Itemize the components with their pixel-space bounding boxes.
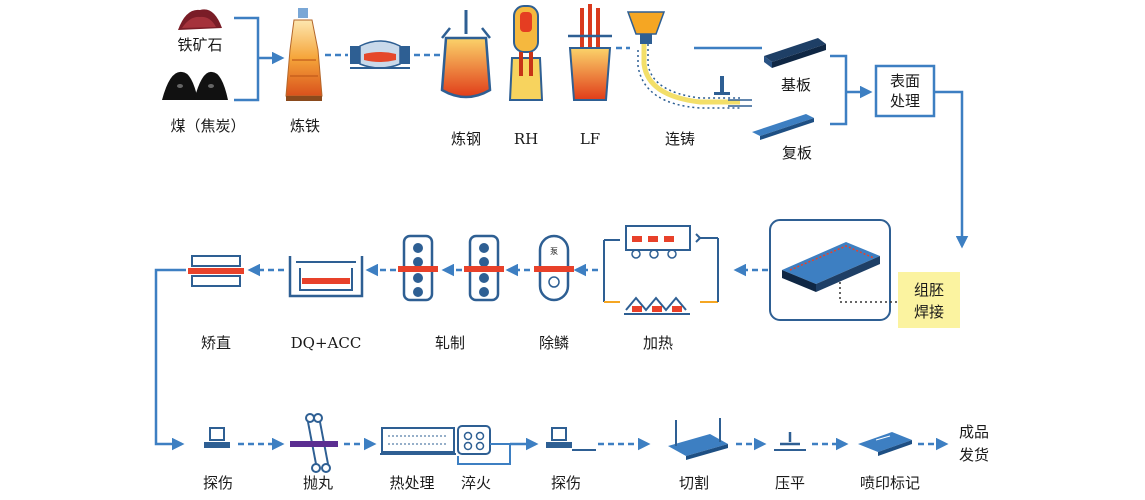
surface-treatment-label-line1: 表面	[890, 72, 920, 90]
cutting-label: 切割	[679, 474, 709, 492]
svg-text:泵: 泵	[550, 247, 558, 256]
surface-treatment-label-line2: 处理	[890, 92, 920, 110]
inspection-2-label: 探伤	[551, 474, 581, 492]
quench-bypass-line	[457, 443, 511, 465]
assembly-label-highlight	[898, 272, 960, 328]
flattening-label: 压平	[775, 474, 805, 492]
rolling-mill-icon	[398, 234, 438, 302]
marking-label: 喷印标记	[860, 474, 920, 492]
flow-line	[154, 268, 186, 451]
base-plate-label: 基板	[781, 76, 811, 94]
finished-label-line2: 发货	[959, 446, 989, 464]
continuous-casting-icon	[626, 11, 752, 109]
lf-label: LF	[580, 130, 600, 148]
iron-ore-icon	[178, 9, 222, 30]
torpedo-car-icon	[350, 40, 410, 69]
ultrasonic-inspection-icon	[204, 427, 230, 448]
iron-ore-label: 铁矿石	[177, 36, 222, 54]
rolling-label: 轧制	[435, 334, 465, 352]
inspection-1-label: 探伤	[203, 474, 233, 492]
rh-vessel-icon	[508, 5, 544, 101]
shot-blasting-icon	[290, 413, 338, 473]
coal-icon	[162, 71, 228, 100]
cutting-machine-icon	[668, 418, 728, 460]
marking-icon	[858, 432, 912, 456]
dq-acc-label: DQ+ACC	[291, 334, 362, 352]
ultrasonic-inspection-icon	[546, 427, 596, 451]
assembly-label-line1: 组胚	[914, 281, 944, 299]
straightener-icon	[188, 255, 244, 287]
shot-blast-label: 抛丸	[303, 474, 333, 492]
ironmaking-label: 炼铁	[290, 117, 320, 135]
assembly-slab-icon	[782, 242, 880, 292]
finished-label-line1: 成品	[959, 423, 989, 441]
dq-acc-cooling-icon	[288, 256, 364, 298]
casting-label: 连铸	[665, 130, 695, 148]
descaling-label: 除鳞	[539, 334, 569, 352]
quenching-icon	[457, 425, 491, 455]
weld-pointer	[839, 282, 900, 303]
assembly-label-line2: 焊接	[914, 303, 944, 321]
converter-icon	[440, 10, 492, 99]
lf-furnace-icon	[568, 4, 612, 101]
flattening-press-icon	[774, 432, 806, 451]
heating-furnace-icon	[603, 225, 719, 315]
flow-line	[934, 90, 969, 249]
raw-to-furnace-connector	[234, 16, 285, 102]
rolling-mill-icon	[464, 234, 504, 302]
surface-treatment-box	[874, 64, 936, 118]
blast-furnace-icon	[285, 8, 323, 101]
quenching-label: 淬火	[461, 474, 491, 492]
rh-label: RH	[514, 130, 538, 148]
clad-plate-icon	[752, 114, 814, 140]
heat-treatment-furnace-icon	[380, 427, 456, 455]
descaling-icon: 泵	[534, 234, 574, 302]
heating-label: 加热	[643, 334, 673, 352]
steelmaking-label: 炼钢	[451, 130, 481, 148]
base-plate-icon	[764, 38, 826, 68]
straightening-label: 矫直	[201, 334, 231, 352]
heat-treatment-label: 热处理	[389, 474, 434, 492]
coal-label: 煤（焦炭）	[170, 117, 245, 135]
plates-to-surface-connector	[830, 54, 873, 126]
clad-plate-label: 复板	[782, 144, 812, 162]
